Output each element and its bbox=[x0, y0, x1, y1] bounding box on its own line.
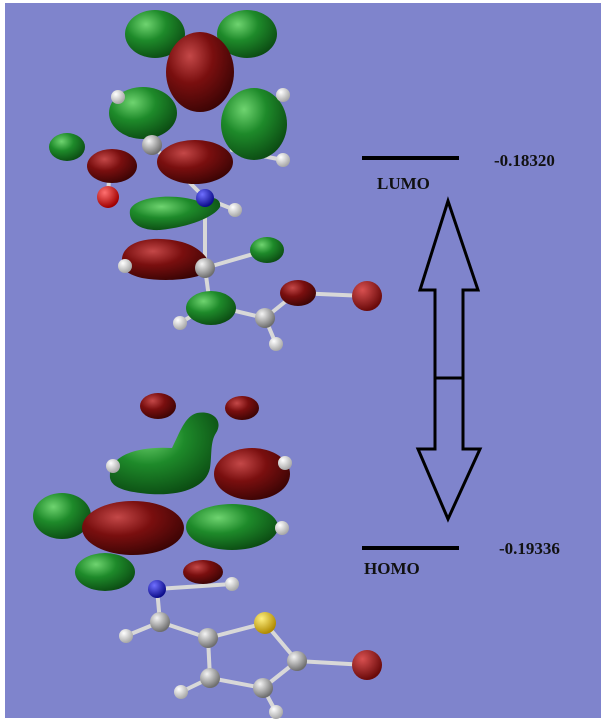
lumo-energy-value: -0.18320 bbox=[494, 151, 555, 170]
lumo-level-bar bbox=[362, 156, 459, 160]
homo-orbital-icon bbox=[33, 393, 382, 719]
homo-label: HOMO bbox=[364, 559, 420, 578]
lumo-label: LUMO bbox=[377, 174, 430, 193]
lumo-orbital-icon bbox=[49, 10, 382, 351]
double-arrow-icon bbox=[415, 196, 483, 523]
background-panel bbox=[5, 3, 601, 718]
homo-level-bar bbox=[362, 546, 459, 550]
homo-energy-value: -0.19336 bbox=[499, 539, 560, 558]
lumo-level: LUMO -0.18320 bbox=[362, 151, 555, 193]
homo-level: HOMO -0.19336 bbox=[362, 539, 560, 578]
